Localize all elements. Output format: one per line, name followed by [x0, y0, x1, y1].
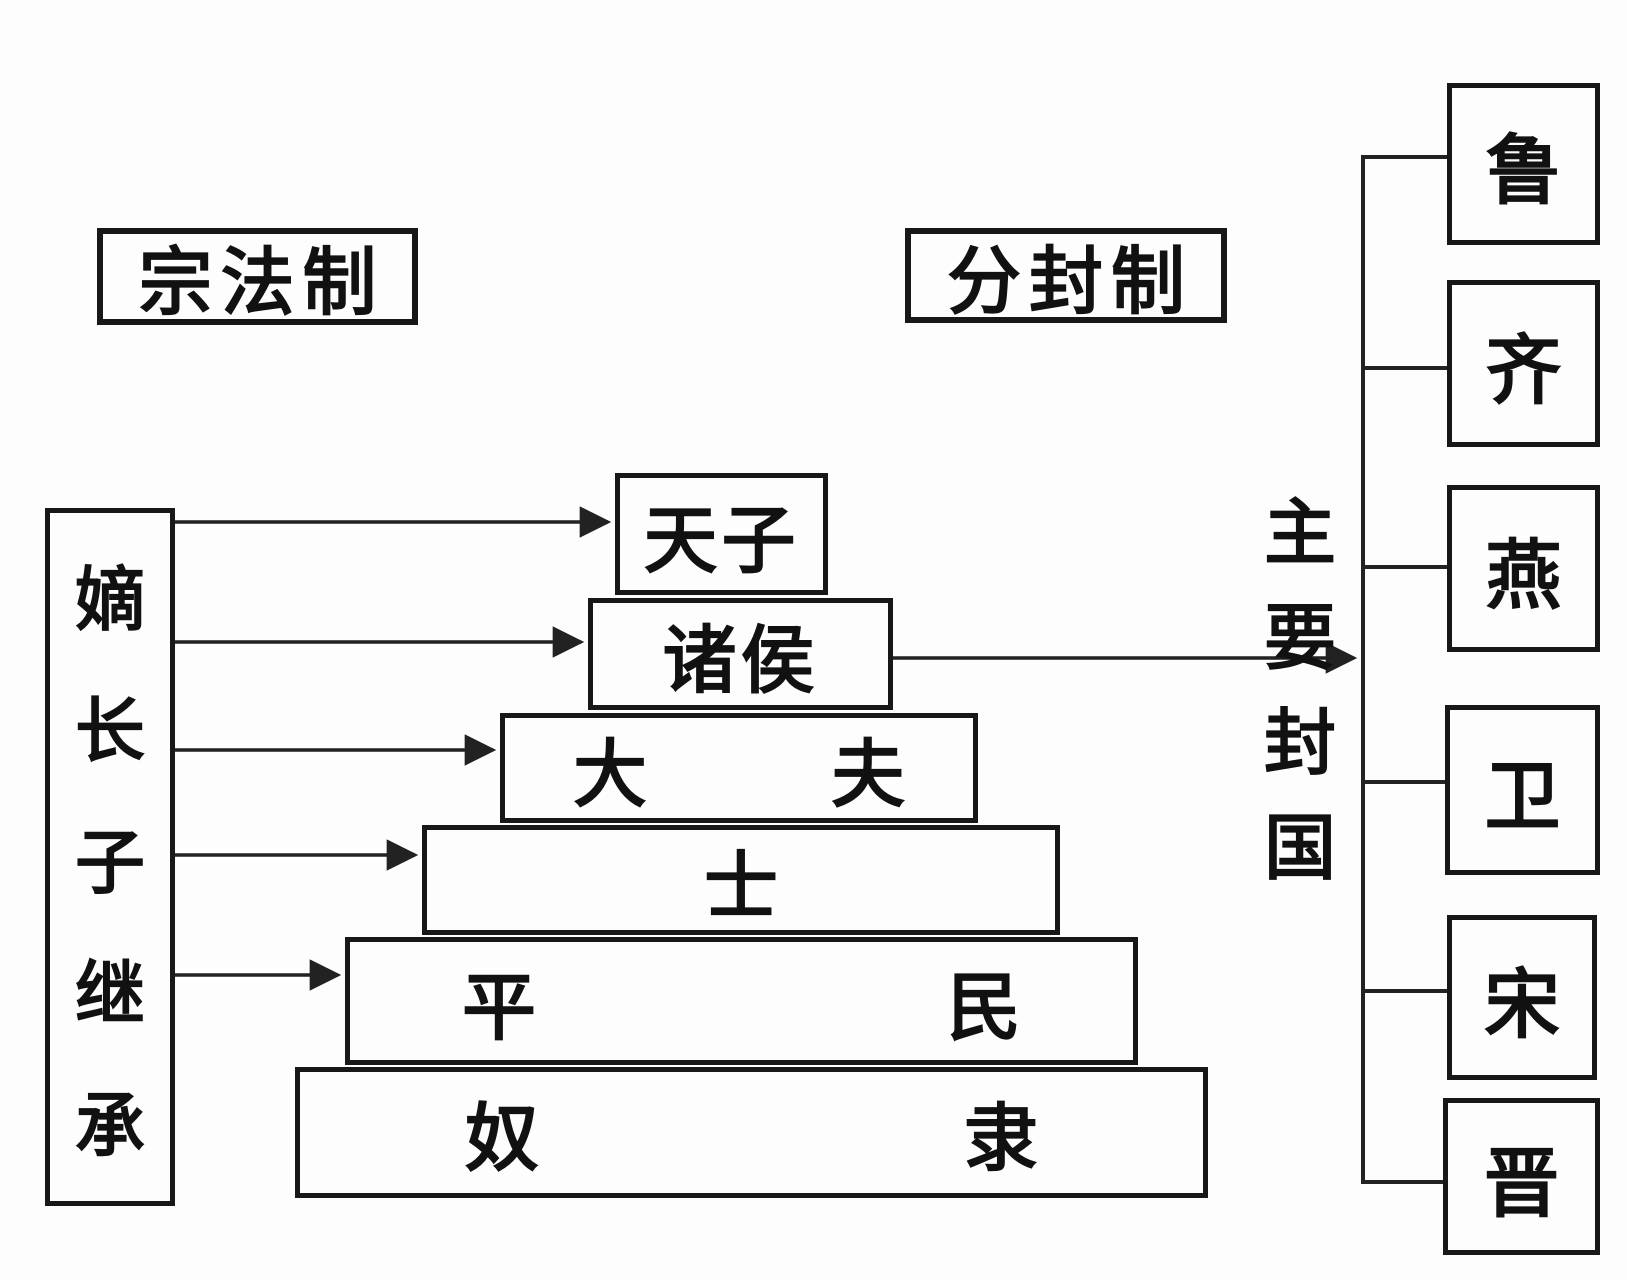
state-wei-label: 卫: [1484, 752, 1561, 841]
state-yan-label: 燕: [1485, 530, 1562, 620]
fenfeng-title-label: 分封制: [947, 239, 1193, 325]
state-box-lu: 鲁: [1447, 83, 1600, 245]
state-qi-label: 齐: [1485, 325, 1562, 415]
state-song-label: 宋: [1484, 959, 1560, 1049]
state-box-song: 宋: [1447, 915, 1597, 1080]
state-box-wei: 卫: [1445, 705, 1600, 875]
pyramid-level-zhuhou: 诸侯: [588, 598, 893, 710]
pyramid-level-pingmin: 平民: [345, 937, 1138, 1065]
shi-label: 士: [704, 843, 778, 930]
pyramid-level-dafu: 大夫: [500, 713, 978, 823]
state-box-jin: 晋: [1443, 1098, 1600, 1255]
zongfa-title-box: 宗法制: [97, 228, 418, 326]
zongfa-title-label: 宗法制: [138, 240, 385, 326]
state-box-qi: 齐: [1447, 280, 1600, 447]
fenfeng-title-box: 分封制: [905, 228, 1227, 325]
zhuhou-label: 诸侯: [662, 617, 819, 704]
pyramid-level-nuli: 奴隶: [295, 1067, 1208, 1198]
vassal-states-label: 主要封国: [1263, 490, 1336, 890]
pyramid-level-tianzi: 天子: [615, 473, 828, 595]
pyramid-level-shi: 士: [422, 825, 1060, 935]
state-jin-label: 晋: [1483, 1138, 1560, 1228]
state-lu-label: 鲁: [1485, 126, 1562, 215]
tianzi-label: 天子: [643, 497, 800, 584]
inheritance-rule-box: 嫡长子继承: [45, 508, 175, 1206]
state-box-yan: 燕: [1447, 485, 1600, 652]
